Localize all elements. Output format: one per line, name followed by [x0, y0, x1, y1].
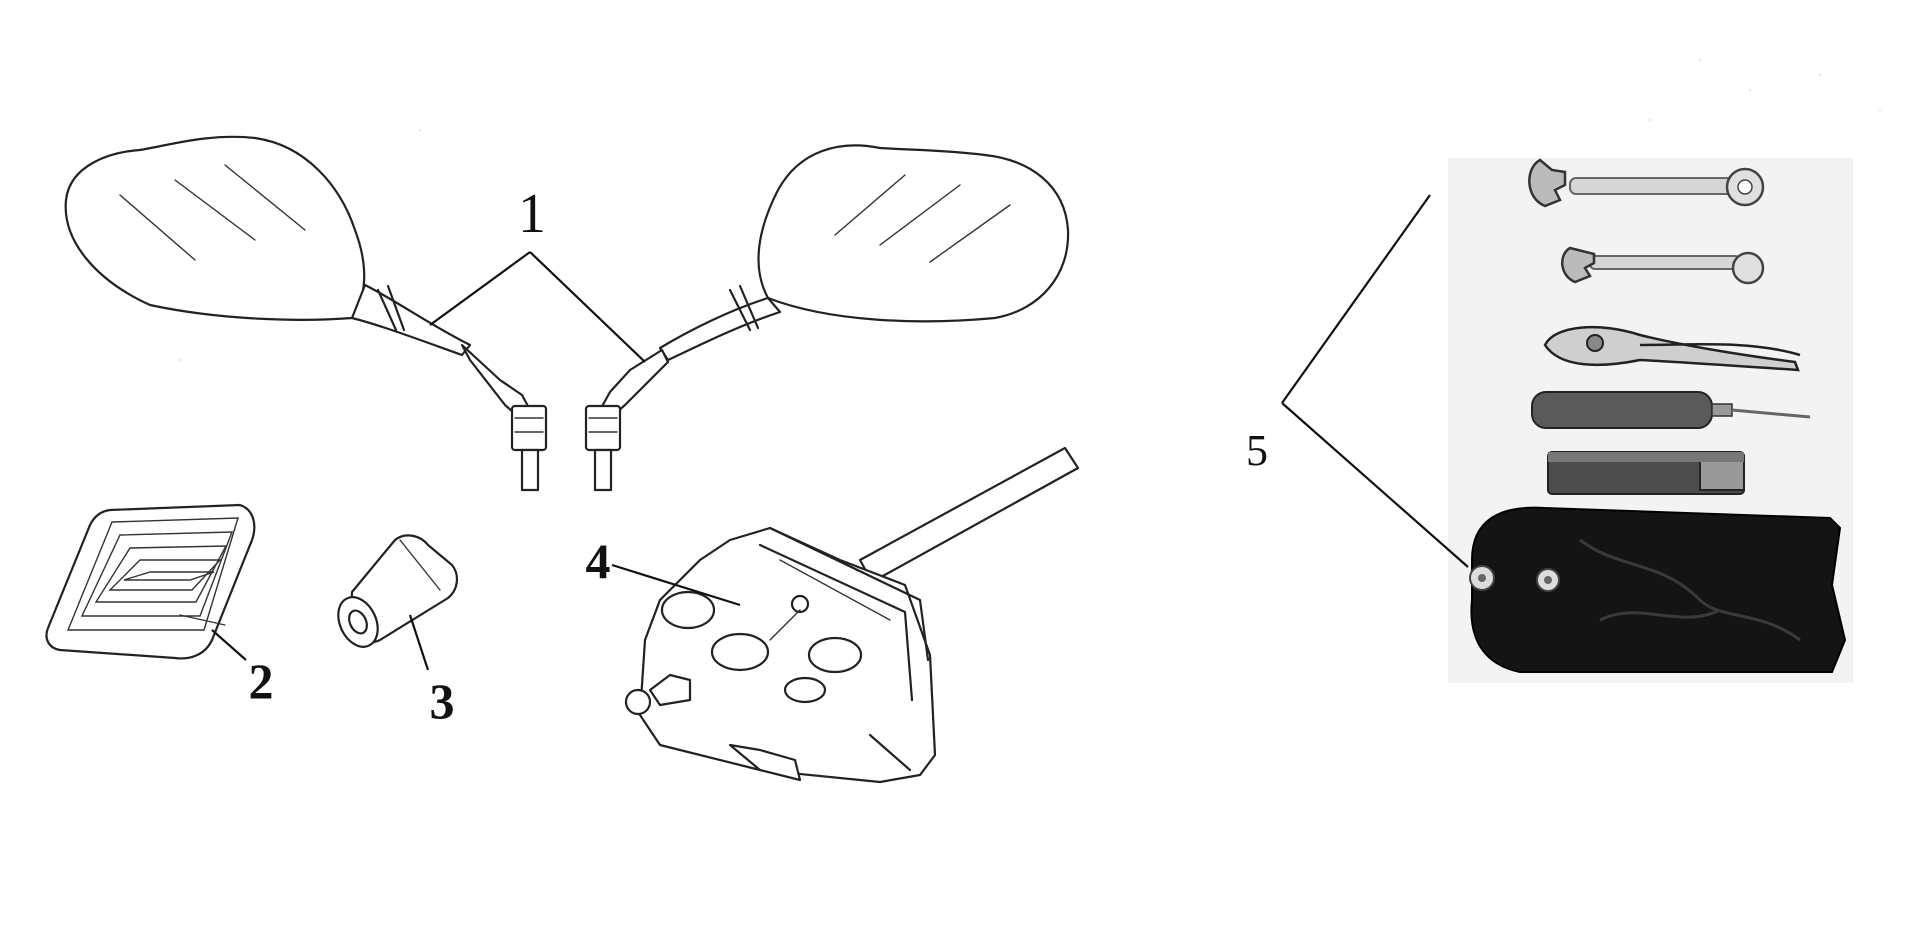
left-mirror-icon	[64, 135, 548, 492]
socket-tube-icon	[1547, 451, 1745, 495]
callout-4-label: 4	[586, 533, 611, 589]
callout-2-label: 2	[249, 653, 274, 709]
callout-3-label: 3	[430, 673, 455, 729]
callout-1-leaders	[429, 251, 646, 363]
handlebar-grip-end-icon	[337, 534, 458, 648]
pliers-icon	[1543, 325, 1801, 372]
wrench-large-icon	[1528, 158, 1765, 208]
tool-pouch-icon	[1469, 506, 1847, 673]
callout-5-label: 5	[1246, 426, 1268, 475]
callout-5-leaders	[1281, 194, 1469, 568]
brake-master-cylinder-icon	[624, 446, 1080, 784]
tool-kit-photo-icon	[1448, 158, 1853, 683]
wrench-small-icon	[1561, 246, 1765, 285]
callout-4-leader	[611, 563, 741, 607]
callout-1-label: 1	[518, 183, 546, 245]
scan-noise	[179, 59, 1881, 361]
callout-2-leader	[211, 629, 247, 661]
screwdriver-icon	[1531, 391, 1811, 429]
callout-3-leader	[408, 614, 430, 671]
right-mirror-icon	[584, 144, 1070, 492]
rubber-boot-icon	[45, 503, 256, 660]
